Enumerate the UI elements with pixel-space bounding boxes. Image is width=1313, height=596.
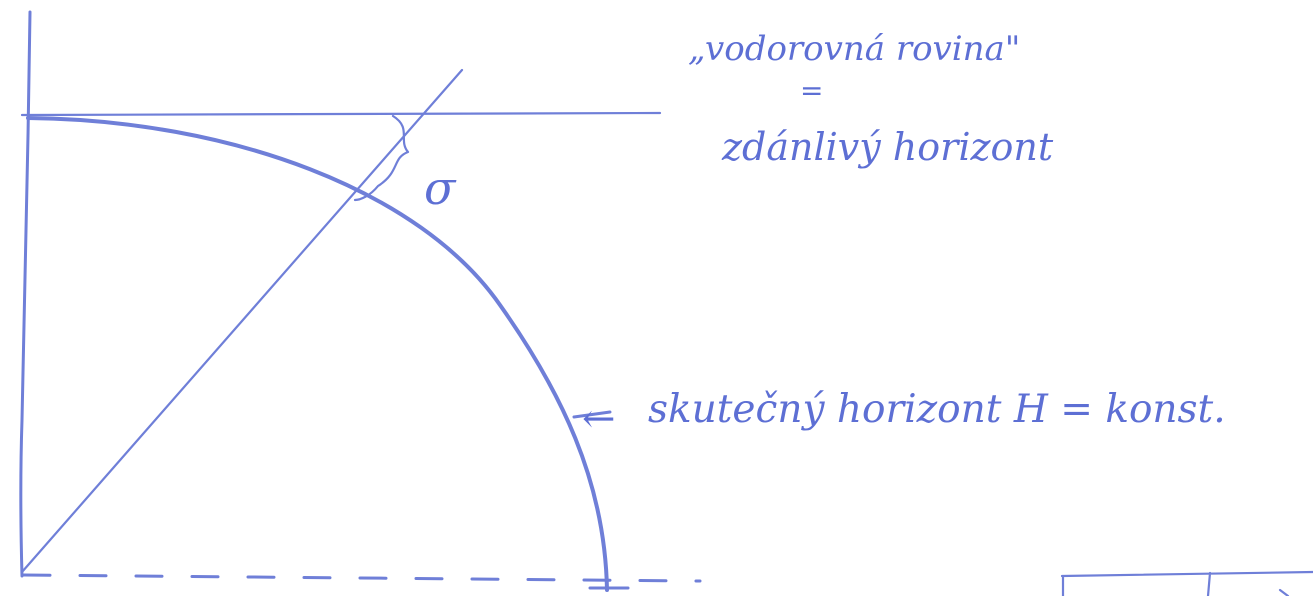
- true-horizon-label: skutečný horizont H = konst.: [648, 387, 1226, 432]
- sigma-brace: [353, 114, 410, 202]
- arrow-line: [572, 410, 612, 419]
- equals-sign: =: [800, 74, 823, 107]
- arrow-label: ←: [582, 396, 616, 442]
- vertical-axis-line: [19, 10, 32, 578]
- dashed-base-line: [22, 573, 702, 583]
- apparent-plane-label: „vodorovná rovina": [688, 29, 1020, 69]
- apparent-horizon-line: [20, 111, 662, 117]
- apparent-horizon-label: zdánlivý horizont: [721, 125, 1054, 169]
- table-corner-fragment: [1060, 570, 1313, 596]
- diagonal-line: [20, 68, 464, 574]
- true-horizon-curve: [26, 116, 609, 592]
- sigma-label: σ: [424, 161, 457, 215]
